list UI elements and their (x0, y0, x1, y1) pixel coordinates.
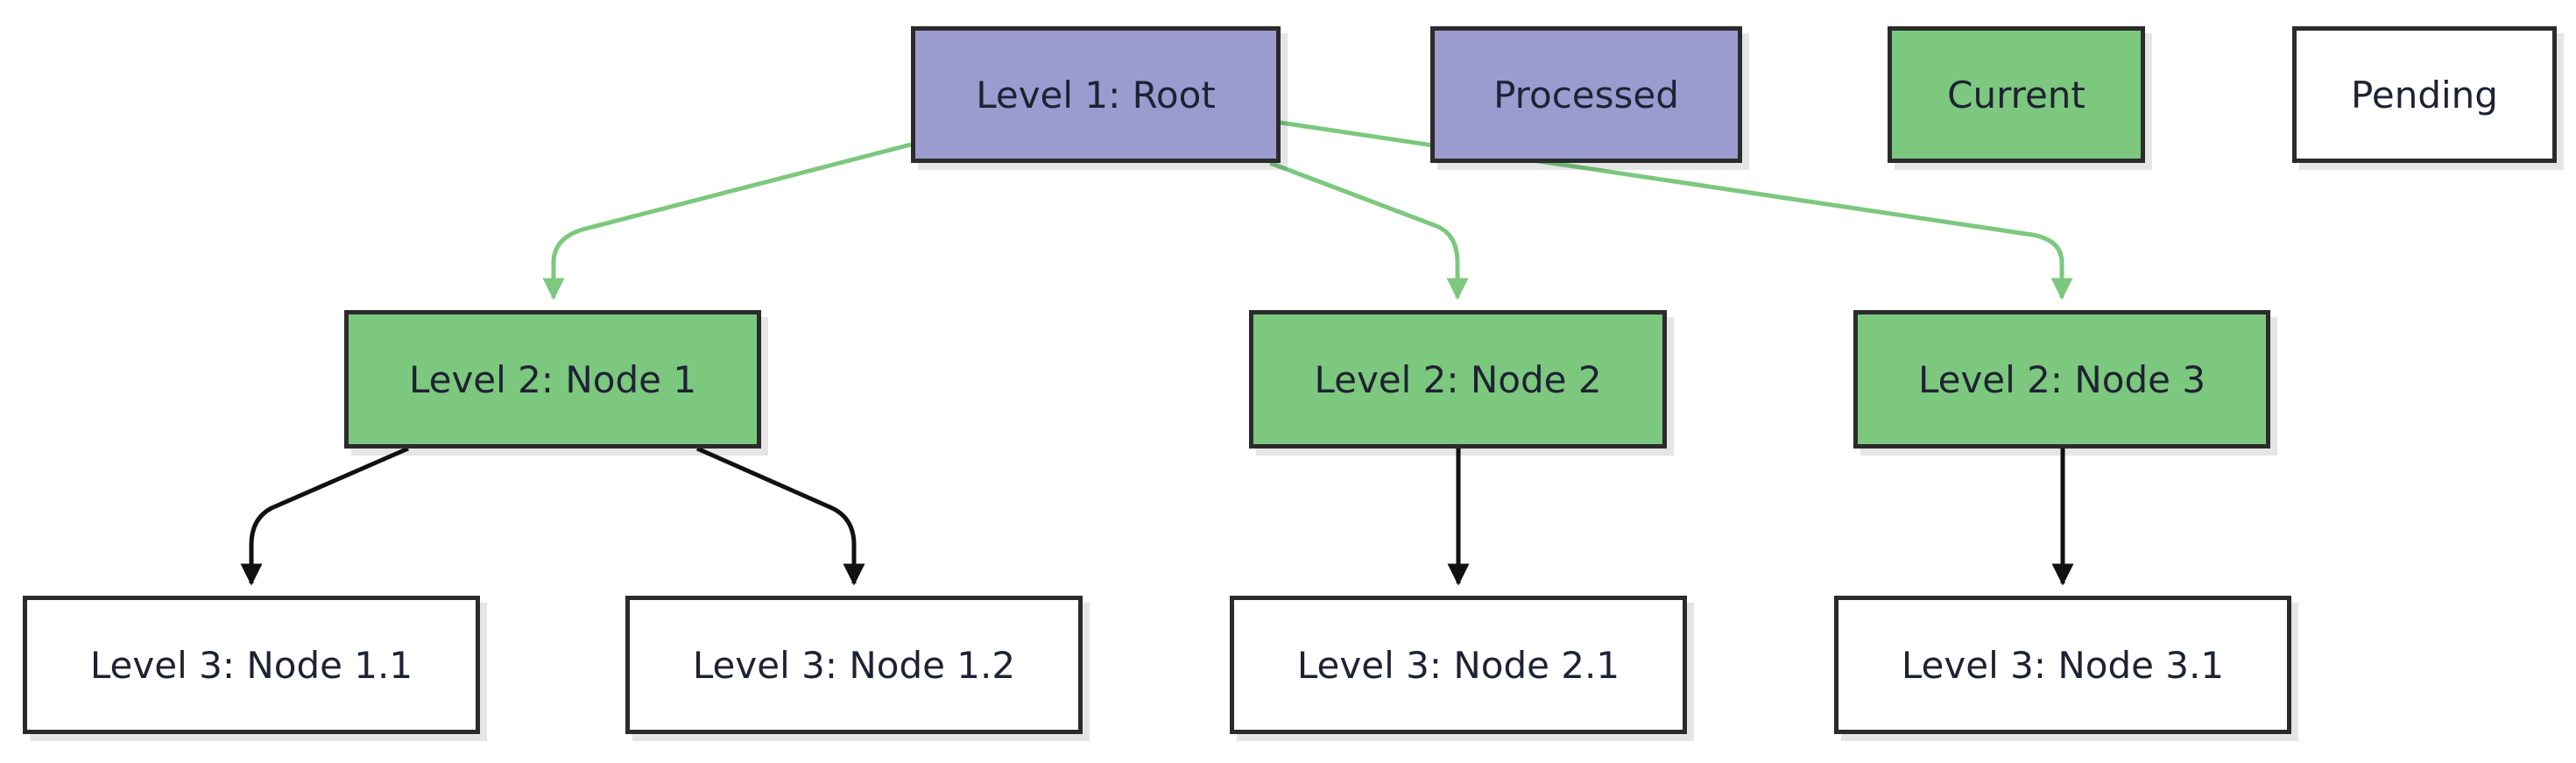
edge-node1-to-node1-2 (695, 446, 865, 586)
node-level3-3-1: Level 3: Node 3.1 (1834, 596, 2291, 734)
node-level2-1: Level 2: Node 1 (344, 310, 761, 449)
node-level2-2-label: Level 2: Node 2 (1314, 357, 1602, 401)
node-level2-3: Level 2: Node 3 (1853, 310, 2270, 449)
node-level3-1-2-label: Level 3: Node 1.2 (692, 643, 1016, 687)
node-level3-1-1: Level 3: Node 1.1 (23, 596, 480, 734)
node-level3-1-2: Level 3: Node 1.2 (625, 596, 1083, 734)
node-level3-2-1: Level 3: Node 2.1 (1230, 596, 1687, 734)
legend-pending-label: Pending (2351, 73, 2498, 117)
node-level2-1-label: Level 2: Node 1 (408, 357, 697, 401)
legend-processed: Processed (1430, 26, 1742, 163)
edge-node1-to-node1-1 (240, 446, 409, 586)
legend-pending: Pending (2292, 26, 2557, 163)
legend-current: Current (1888, 26, 2145, 163)
node-level3-2-1-label: Level 3: Node 2.1 (1296, 643, 1620, 687)
node-level3-3-1-label: Level 3: Node 3.1 (1901, 643, 2225, 687)
node-root: Level 1: Root (911, 26, 1281, 163)
edge-root-to-node1 (542, 142, 912, 300)
node-level2-3-label: Level 2: Node 3 (1917, 357, 2206, 401)
node-level2-2: Level 2: Node 2 (1249, 310, 1667, 449)
edge-root-to-node2 (1269, 160, 1469, 300)
legend-current-label: Current (1947, 73, 2086, 117)
legend-processed-label: Processed (1493, 73, 1679, 117)
node-level3-1-1-label: Level 3: Node 1.1 (89, 643, 413, 687)
edge-root-to-node3 (1280, 120, 2073, 300)
node-root-label: Level 1: Root (976, 73, 1216, 117)
